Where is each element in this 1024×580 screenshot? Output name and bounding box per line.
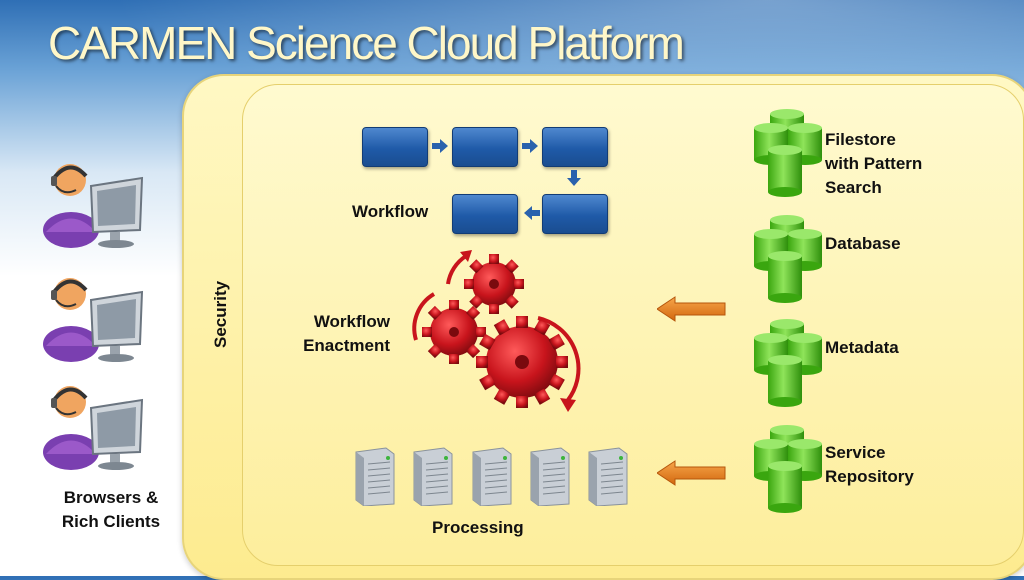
workflow-step-2: [452, 127, 518, 167]
workflow-label: Workflow: [352, 202, 429, 221]
database-cylinders-icon: [754, 215, 822, 303]
workflow-step-1: [362, 127, 428, 167]
database-cylinders-icon: [754, 425, 822, 513]
right-arrow-icon: [432, 139, 448, 153]
clients-label: Browsers & Rich Clients: [58, 486, 164, 534]
enactment-label-line1: Workflow: [313, 312, 390, 331]
orange-arrow-icon: [657, 296, 726, 322]
workflow-step-4: [542, 194, 608, 234]
server-tower-icon: [355, 447, 395, 506]
server-tower-icon: [530, 447, 570, 506]
service-repository-label-line2: Repository: [825, 467, 914, 486]
clients-label-line2: Rich Clients: [61, 512, 161, 531]
server-tower-icon: [472, 447, 512, 506]
gear-icon: [412, 250, 581, 412]
database-cylinders-icon: [754, 109, 822, 197]
workflow-step-3: [542, 127, 608, 167]
security-label: Security: [211, 280, 230, 348]
user-at-computer-icon: [43, 278, 144, 362]
filestore-label-line3: Search: [825, 178, 882, 197]
service-repository-label-line1: Service: [825, 443, 886, 462]
user-at-computer-icon: [43, 386, 144, 470]
metadata-label: Metadata: [825, 338, 899, 357]
server-tower-icon: [588, 447, 628, 506]
slide-title: CARMEN Science Cloud Platform: [48, 17, 685, 69]
service-repository-label: Service Repository: [825, 441, 914, 489]
user-at-computer-icon: [43, 164, 144, 248]
down-arrow-icon: [567, 170, 581, 186]
filestore-label-line1: Filestore: [825, 130, 896, 149]
filestore-label-line2: with Pattern: [825, 154, 923, 173]
left-arrow-icon: [524, 206, 540, 220]
clients-label-line1: Browsers &: [63, 488, 159, 507]
filestore-label: Filestore with Pattern Search: [825, 128, 922, 200]
database-cylinders-icon: [754, 319, 822, 407]
server-tower-icon: [413, 447, 453, 506]
workflow-step-5: [452, 194, 518, 234]
enactment-label-line2: Enactment: [303, 336, 390, 355]
database-label: Database: [825, 234, 901, 253]
enactment-label: Workflow Enactment: [292, 310, 390, 358]
right-arrow-icon: [522, 139, 538, 153]
processing-label: Processing: [432, 518, 524, 537]
orange-arrow-icon: [657, 460, 726, 486]
